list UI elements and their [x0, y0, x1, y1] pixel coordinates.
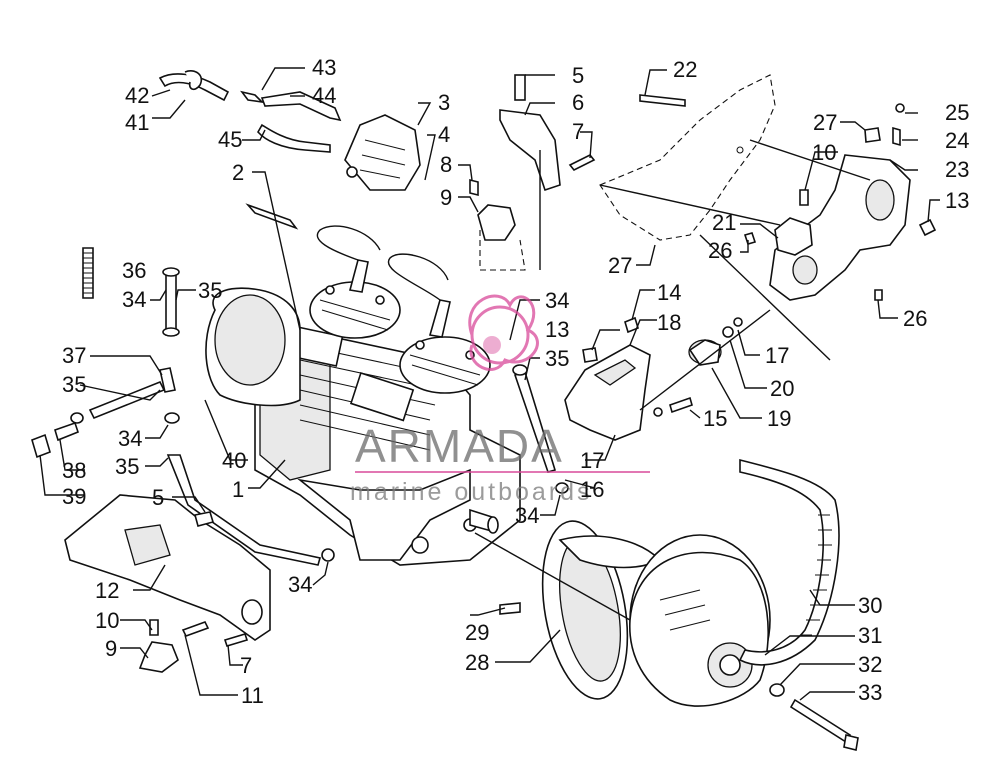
bumper — [688, 317, 743, 366]
callout-22: 22 — [673, 57, 697, 82]
callout-23: 23 — [945, 157, 969, 182]
callout-10-top: 10 — [812, 140, 836, 165]
callout-19: 19 — [767, 406, 791, 431]
fuel-line-right — [512, 364, 569, 494]
callout-9-low: 9 — [105, 636, 117, 661]
watermark: ARMADA marine outboards — [350, 294, 650, 506]
callout-36: 36 — [122, 258, 146, 283]
callout-40: 40 — [222, 448, 246, 473]
right-mount — [743, 189, 813, 256]
callout-27-top: 27 — [813, 110, 837, 135]
callout-38: 38 — [62, 458, 86, 483]
callout-6: 6 — [572, 90, 584, 115]
callout-29: 29 — [465, 620, 489, 645]
callout-5-top: 5 — [572, 63, 584, 88]
callout-41: 41 — [125, 110, 149, 135]
callout-44: 44 — [312, 83, 336, 108]
callout-34-logo: 34 — [545, 288, 569, 313]
callout-2: 2 — [232, 160, 244, 185]
logo-mark — [468, 294, 539, 371]
callout-20: 20 — [770, 376, 794, 401]
callout-26-low: 26 — [903, 306, 927, 331]
callout-10-low: 10 — [95, 608, 119, 633]
hoses — [158, 70, 342, 153]
callout-34-plate: 34 — [288, 572, 312, 597]
callout-42: 42 — [125, 83, 149, 108]
callout-26-mid: 26 — [708, 238, 732, 263]
callout-7-low: 7 — [240, 653, 252, 678]
callout-45: 45 — [218, 127, 242, 152]
watermark-tagline: marine outboards — [350, 478, 593, 506]
callout-7-top: 7 — [572, 119, 584, 144]
callout-30: 30 — [858, 593, 882, 618]
callout-31: 31 — [858, 623, 882, 648]
callout-25: 25 — [945, 100, 969, 125]
callout-11: 11 — [241, 683, 264, 708]
callout-34-engine: 34 — [515, 503, 539, 528]
engine-bracket-right — [769, 103, 937, 301]
callout-35-low: 35 — [115, 454, 139, 479]
gasket-strip — [245, 203, 299, 230]
recoil-housing — [205, 287, 301, 407]
callout-18: 18 — [657, 310, 681, 335]
chaincase-plate — [599, 74, 776, 241]
callout-labels: 42 41 43 44 45 3 4 2 5 6 7 8 9 22 27 10 … — [62, 55, 969, 708]
callout-13-right: 13 — [945, 188, 969, 213]
callout-32: 32 — [858, 652, 882, 677]
fuel-line-left — [31, 247, 335, 566]
upper-mount — [469, 74, 596, 271]
callout-34-left: 34 — [122, 287, 146, 312]
clutch-assembly — [499, 458, 859, 751]
plug-cover — [344, 114, 421, 191]
motor-plate — [64, 494, 271, 673]
callout-17-right: 17 — [765, 343, 789, 368]
watermark-brand: ARMADA — [355, 420, 564, 472]
callout-35-left: 35 — [198, 278, 222, 303]
callout-12: 12 — [95, 578, 119, 603]
callout-33: 33 — [858, 680, 882, 705]
callout-17-low: 17 — [580, 448, 604, 473]
callout-4: 4 — [438, 122, 450, 147]
callout-15: 15 — [703, 406, 727, 431]
callout-16: 16 — [580, 477, 604, 502]
callout-8: 8 — [440, 152, 452, 177]
callout-39: 39 — [62, 484, 86, 509]
callout-37: 37 — [62, 343, 86, 368]
callout-27-low: 27 — [608, 253, 632, 278]
support-bracket — [564, 316, 693, 441]
callout-35-logo: 35 — [545, 346, 569, 371]
callout-3: 3 — [438, 90, 450, 115]
callout-24: 24 — [945, 128, 969, 153]
callout-14: 14 — [657, 280, 681, 305]
cylinder-heads — [309, 225, 491, 394]
callout-1: 1 — [232, 477, 244, 502]
callout-9-top: 9 — [440, 185, 452, 210]
callout-5-low: 5 — [152, 485, 164, 510]
callout-34-mid: 34 — [118, 426, 142, 451]
callout-21: 21 — [712, 210, 736, 235]
callout-35-mid: 35 — [62, 372, 86, 397]
callout-43: 43 — [312, 55, 336, 80]
leader-lines — [39, 67, 940, 701]
callout-28: 28 — [465, 650, 489, 675]
callout-13-mid: 13 — [545, 317, 569, 342]
